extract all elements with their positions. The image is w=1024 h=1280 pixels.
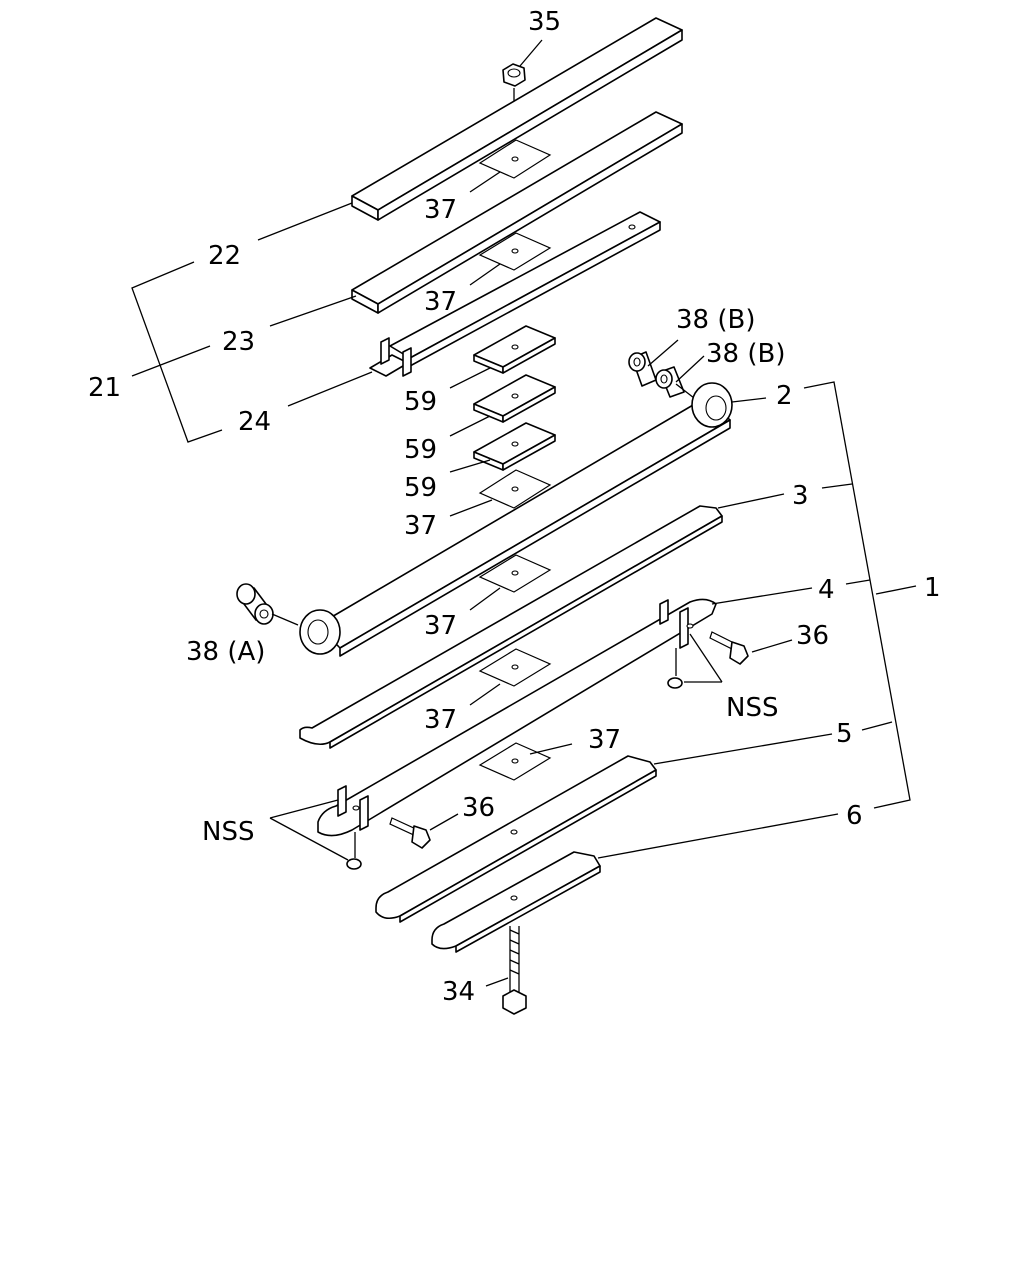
label-5: 5 <box>836 719 853 749</box>
bushing-38-b-1 <box>628 351 657 387</box>
shim-59-b <box>473 374 556 423</box>
hole <box>510 829 518 835</box>
label-6: 6 <box>846 801 863 831</box>
leaf-22 <box>351 17 683 221</box>
leaf-23 <box>351 111 683 314</box>
leaf-24 <box>369 211 661 377</box>
label-38-a: 38 (A) <box>186 637 265 667</box>
leaf-5 <box>375 755 657 923</box>
label-37-c: 37 <box>404 511 437 541</box>
bolt-36-b <box>389 817 431 849</box>
screw-nss-b <box>346 832 362 870</box>
label-59-b: 59 <box>404 435 437 465</box>
shim-59-a <box>473 325 556 374</box>
shim-59-c <box>473 422 556 471</box>
pad-37-a <box>478 139 552 179</box>
bushing-38-b-2 <box>655 366 695 399</box>
leader-lines <box>131 39 917 987</box>
bolt-36-a <box>709 631 749 665</box>
nut-35 <box>502 63 526 117</box>
label-37-b: 37 <box>424 287 457 317</box>
label-4: 4 <box>818 575 835 605</box>
label-36-b: 36 <box>462 793 495 823</box>
leaf-3 <box>299 505 723 749</box>
leaf-4 <box>317 598 717 837</box>
label-3: 3 <box>792 481 809 511</box>
screw-nss-a <box>667 648 683 689</box>
leaf-6 <box>431 851 601 953</box>
hole <box>510 895 518 901</box>
pad-37-e <box>478 648 552 687</box>
label-36-a: 36 <box>796 621 829 651</box>
main-leaf-2 <box>299 382 733 657</box>
label-nss-a: NSS <box>726 693 778 723</box>
label-59-a: 59 <box>404 387 437 417</box>
label-59-c: 59 <box>404 473 437 503</box>
label-nss-b: NSS <box>202 817 254 847</box>
label-38-b-2: 38 (B) <box>706 339 785 369</box>
label-24: 24 <box>238 407 271 437</box>
bushing-38-a <box>236 583 299 626</box>
label-1: 1 <box>924 573 941 603</box>
center-bolt-34 <box>502 926 527 1015</box>
pad-37-d <box>478 554 552 593</box>
label-22: 22 <box>208 241 241 271</box>
label-37-e: 37 <box>424 705 457 735</box>
label-2: 2 <box>776 381 793 411</box>
label-37-a: 37 <box>424 195 457 225</box>
label-34: 34 <box>442 977 475 1007</box>
label-21: 21 <box>88 373 121 403</box>
pad-37-c <box>478 469 552 509</box>
label-35: 35 <box>528 7 561 37</box>
pad-37-f <box>478 742 552 781</box>
label-38-b-1: 38 (B) <box>676 305 755 335</box>
label-37-d: 37 <box>424 611 457 641</box>
pad-37-b <box>478 232 552 271</box>
label-37-f: 37 <box>588 725 621 755</box>
label-23: 23 <box>222 327 255 357</box>
